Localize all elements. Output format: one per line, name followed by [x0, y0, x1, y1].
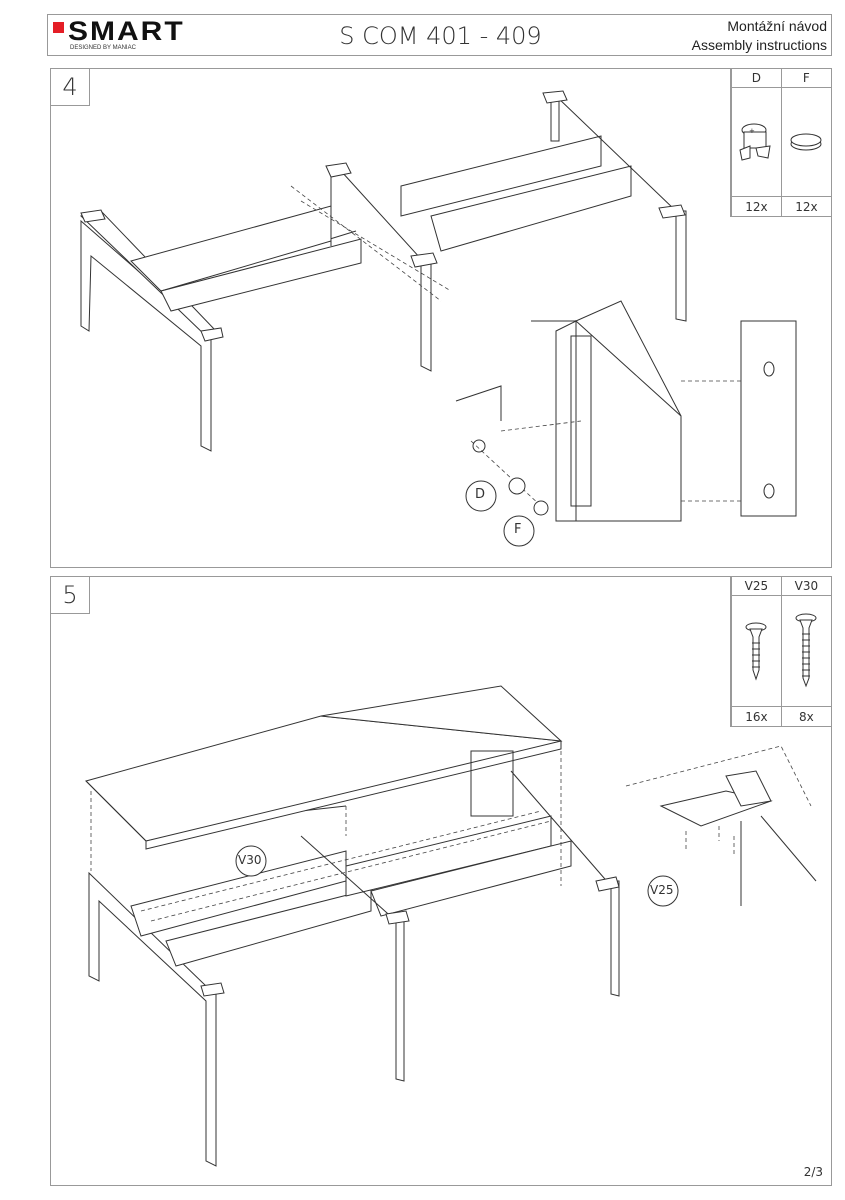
screw-icon — [731, 595, 782, 707]
part-code: D — [731, 69, 782, 88]
step-number: 5 — [51, 577, 90, 614]
desk-frame-right — [290, 90, 687, 322]
callout-v25-label: V25 — [650, 883, 674, 897]
part-qty: 12x — [780, 196, 831, 216]
callout-f-label: F — [514, 522, 522, 537]
step-4-drawing — [80, 90, 797, 547]
connection-detail — [455, 300, 797, 547]
desktop-panels — [85, 685, 563, 850]
page-header: SMART DESIGNED BY MANIAC S COM 401 - 409… — [47, 14, 832, 56]
callout-v25 — [647, 875, 679, 907]
callout-d-label: D — [475, 487, 486, 502]
callout-v30 — [235, 845, 267, 877]
screw-icon — [780, 595, 831, 707]
part-qty: 8x — [780, 706, 831, 726]
step-5-drawing — [85, 685, 817, 1167]
part-qty: 16x — [731, 706, 782, 726]
part-code: F — [780, 69, 831, 88]
page-number: 2/3 — [803, 1165, 823, 1179]
subtitle-english: Assembly instructions — [691, 37, 827, 53]
cover-cap-icon — [780, 87, 831, 197]
svg-text:+: + — [749, 127, 755, 135]
step-number: 4 — [51, 69, 90, 106]
callout-f — [503, 515, 535, 547]
logo-subtitle: DESIGNED BY MANIAC — [70, 45, 136, 51]
desk-frame-left — [80, 162, 438, 452]
callout-d — [465, 480, 497, 512]
subtitle-czech: Montážní návod — [727, 18, 827, 34]
brand-logo: SMART — [68, 16, 185, 47]
part-code: V30 — [780, 577, 831, 596]
cam-lock-icon: + — [731, 87, 782, 197]
desk-frame — [88, 750, 620, 1167]
logo-red-square — [53, 22, 64, 33]
document-title: S COM 401 - 409 — [339, 22, 542, 50]
part-code: V25 — [731, 577, 782, 596]
callout-v30-label: V30 — [238, 853, 262, 867]
part-qty: 12x — [731, 196, 782, 216]
bracket-detail — [235, 745, 817, 907]
